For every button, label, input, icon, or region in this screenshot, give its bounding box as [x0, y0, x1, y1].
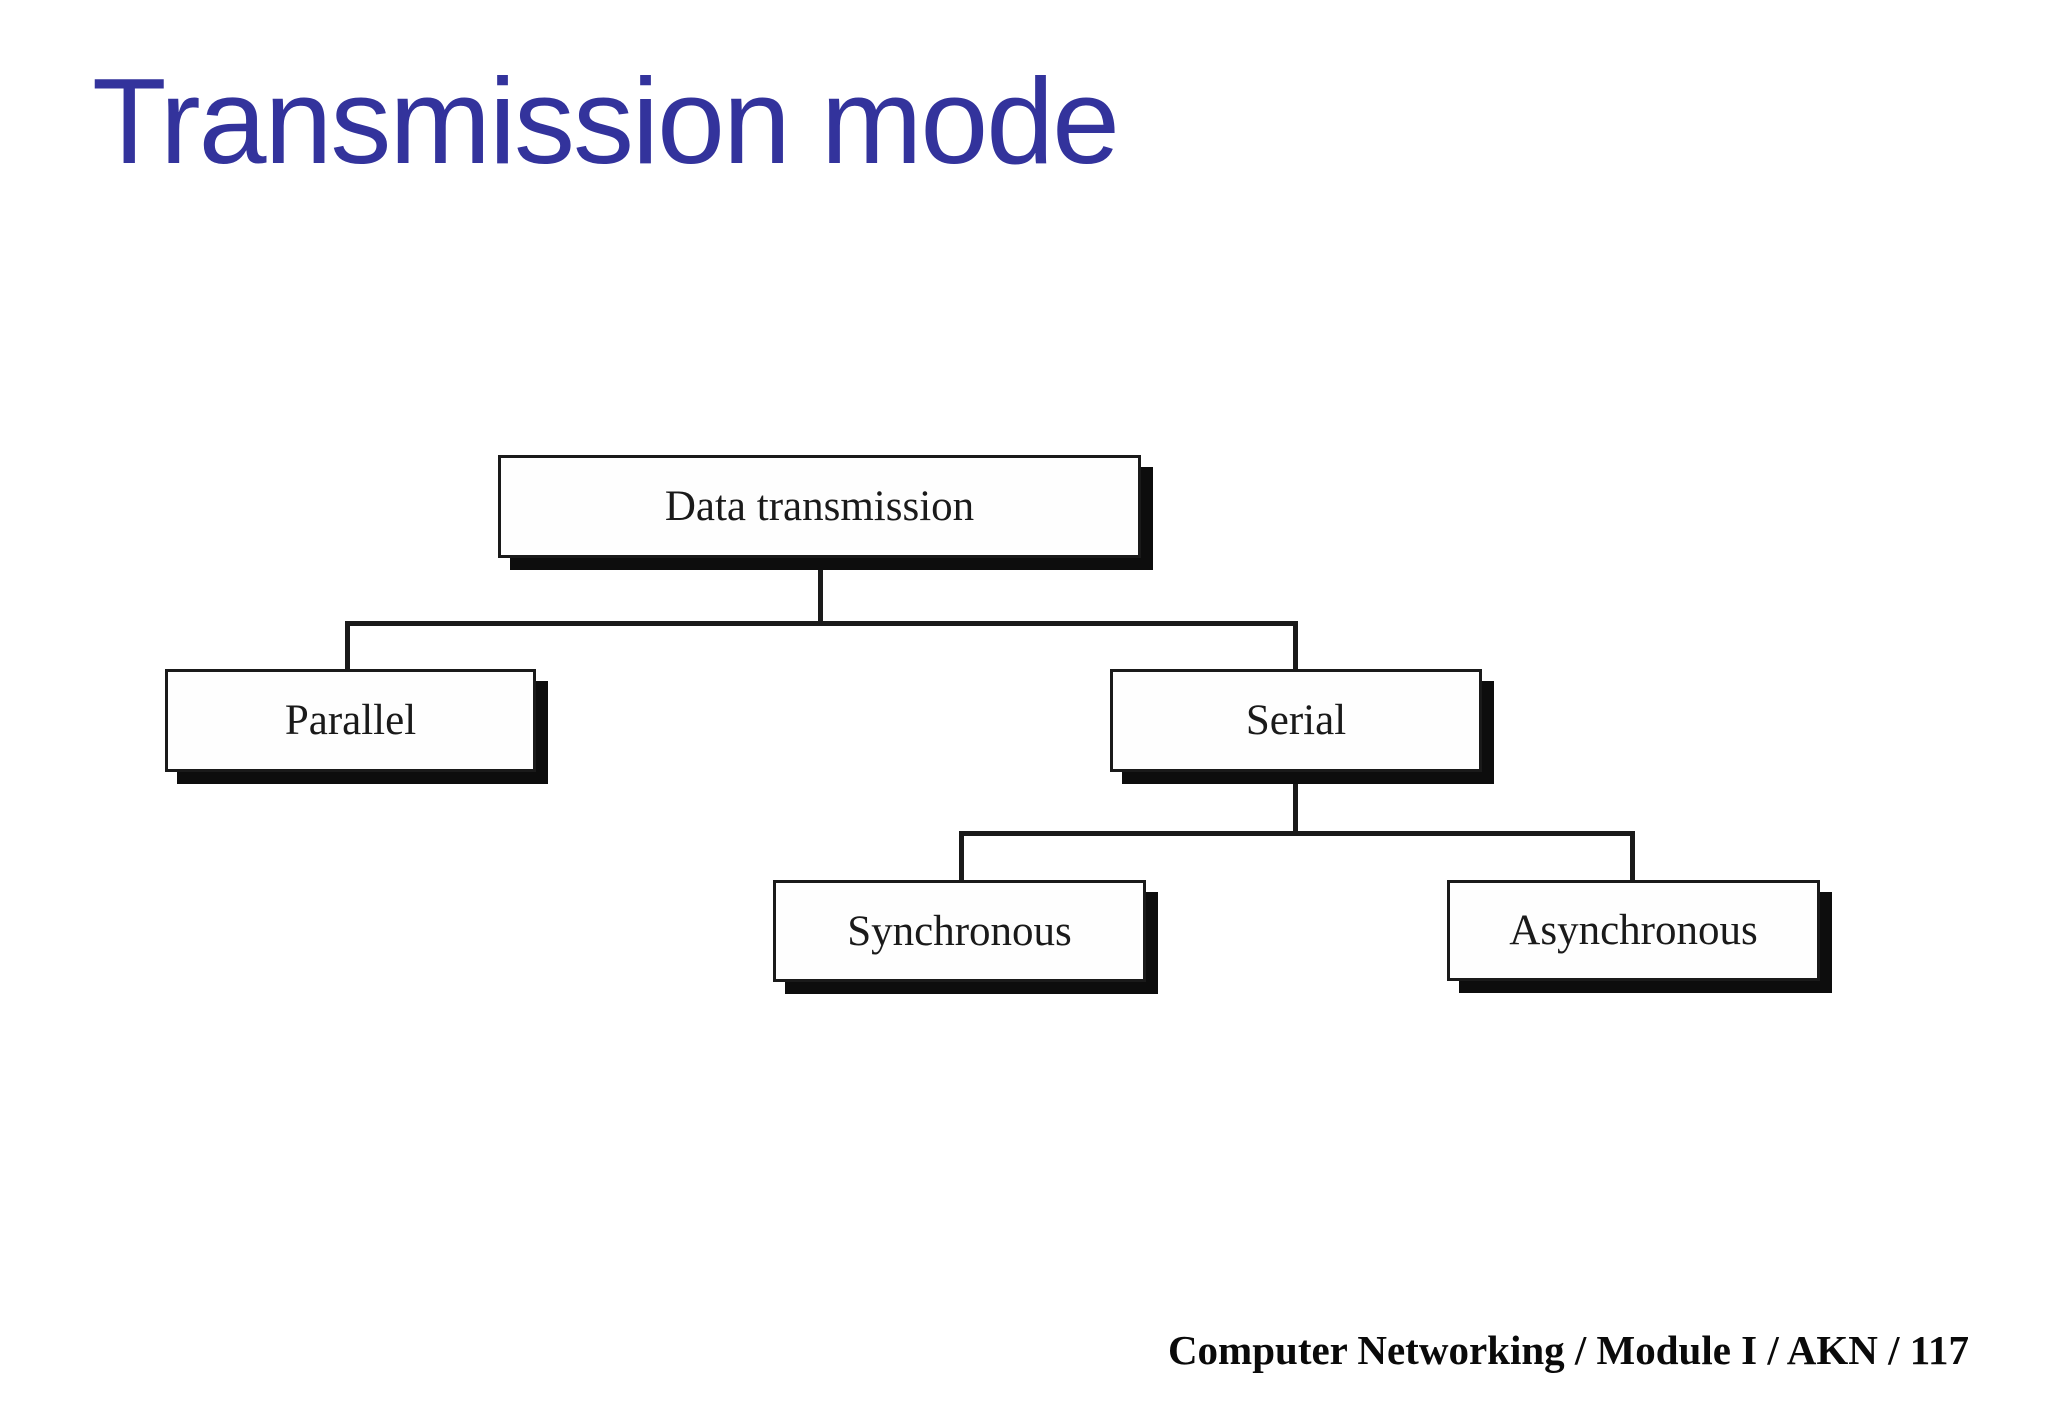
node-synchronous-label: Synchronous [847, 907, 1072, 955]
node-data-transmission-label: Data transmission [664, 483, 975, 530]
page-title: Transmission mode [92, 53, 1120, 189]
node-data-transmission: Data transmission [498, 455, 1141, 558]
node-asynchronous: Asynchronous [1447, 880, 1820, 981]
connector-root-stem [818, 558, 823, 626]
node-synchronous: Synchronous [773, 880, 1146, 982]
connector-asynchronous-drop [1630, 831, 1635, 880]
node-serial-label: Serial [1245, 697, 1347, 744]
connector-level2-branch [959, 831, 1635, 836]
node-serial: Serial [1110, 669, 1482, 772]
connector-serial-stem [1293, 772, 1298, 836]
connector-serial-drop [1293, 621, 1298, 669]
connector-level1-branch [345, 621, 1298, 626]
connector-parallel-drop [345, 621, 350, 669]
node-parallel: Parallel [165, 669, 536, 772]
connector-synchronous-drop [959, 831, 964, 880]
slide-footer: Computer Networking / Module I / AKN / 1… [1167, 1327, 1969, 1373]
node-asynchronous-label: Asynchronous [1509, 907, 1758, 954]
node-parallel-label: Parallel [284, 697, 417, 744]
